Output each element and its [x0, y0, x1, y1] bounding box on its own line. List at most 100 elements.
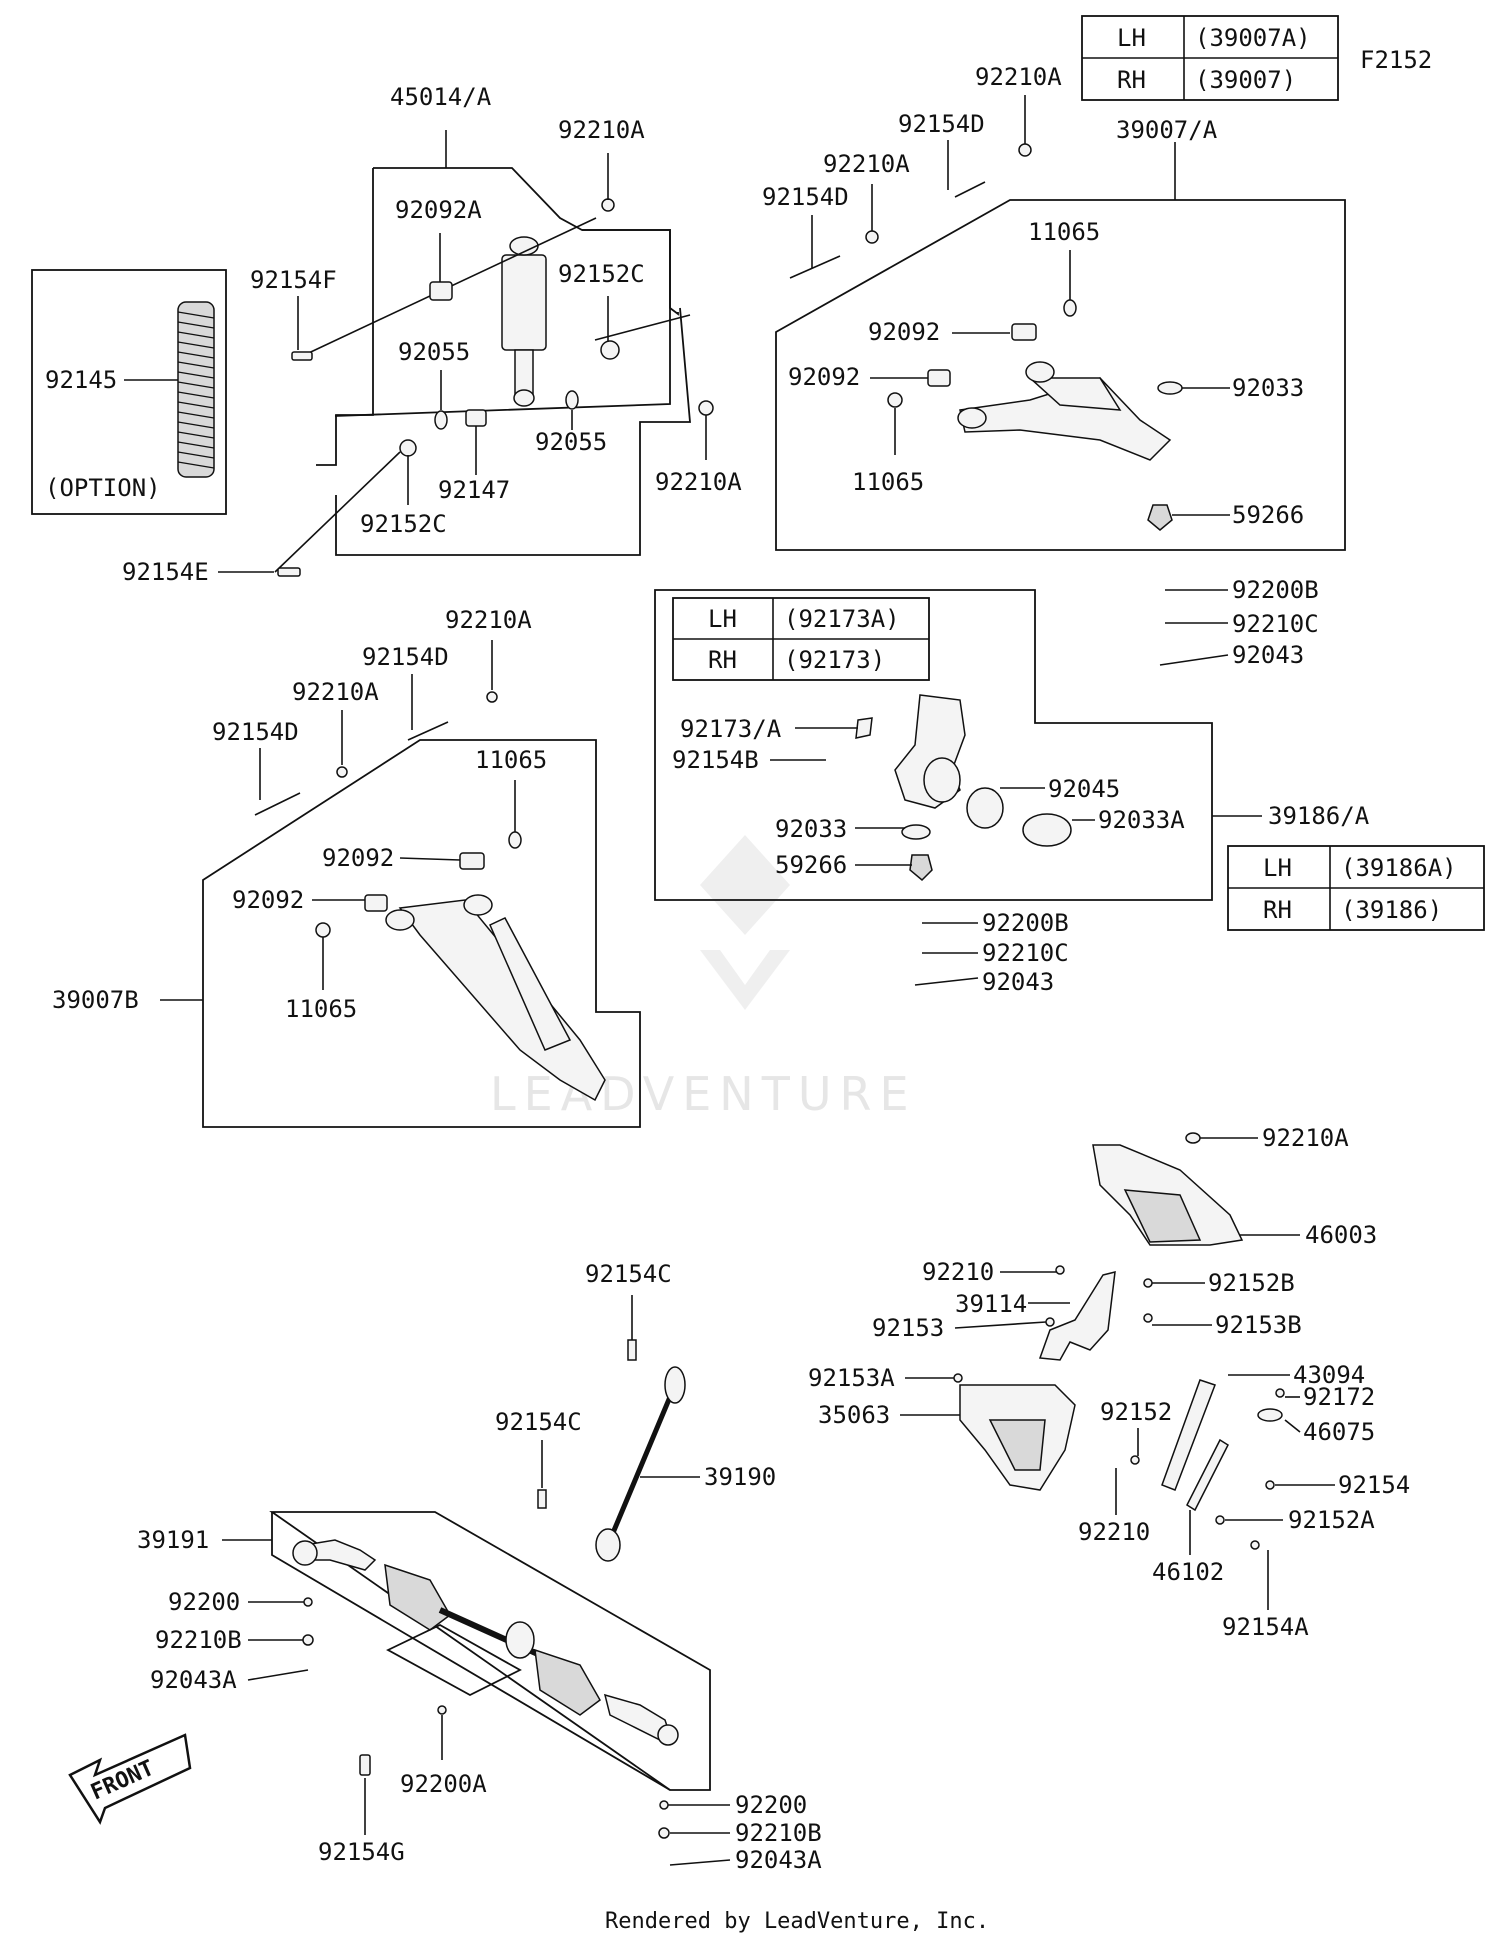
rack-pinion-group	[222, 1511, 711, 1839]
label-l7: 92055	[535, 428, 607, 456]
label-l15: 92210A	[823, 150, 910, 178]
label-l39: 92210A	[292, 678, 379, 706]
label-l57: 92172	[1303, 1383, 1375, 1411]
label-l17: 39007/A	[1116, 116, 1218, 144]
diagram-code: F2152	[1360, 46, 1432, 74]
lh-rh-table-knuckle: LH (39186A) RH (39186)	[1227, 845, 1485, 931]
label-l30: 92033	[775, 815, 847, 843]
label-l45: 39007B	[52, 986, 139, 1014]
label-l46: 92210A	[1262, 1124, 1349, 1152]
label-l23: 59266	[1232, 501, 1304, 529]
label-l47: 46003	[1305, 1221, 1377, 1249]
upper-arm-group	[775, 142, 1346, 551]
table-knuckle-lh-value: (39186A)	[1341, 854, 1457, 882]
label-l51: 92153	[872, 1314, 944, 1342]
table-knuckle-top-lh-label: LH	[708, 605, 737, 633]
label-l60: 92210	[1078, 1518, 1150, 1546]
label-l38: 92154D	[362, 643, 449, 671]
label-l49: 39114	[955, 1290, 1027, 1318]
label-l28: 92154B	[672, 746, 759, 774]
label-l65: 92154C	[495, 1408, 582, 1436]
label-l14: 92154D	[898, 110, 985, 138]
table-knuckle-lh-label: LH	[1263, 854, 1292, 882]
label-l36: 92043	[982, 968, 1054, 996]
label-l20: 92092	[788, 363, 860, 391]
label-l75: 92043A	[735, 1846, 822, 1874]
label-l62: 46102	[1152, 1558, 1224, 1586]
label-l70: 92043A	[150, 1666, 237, 1694]
label-l6: 92055	[398, 338, 470, 366]
label-l72: 92154G	[318, 1838, 405, 1866]
table-arm-rh-value: (39007)	[1195, 66, 1296, 94]
steering-shaft-group	[537, 1339, 686, 1562]
table-knuckle-rh-label: RH	[1263, 896, 1292, 924]
label-l33: 39186/A	[1268, 802, 1370, 830]
label-l63: 92154A	[1222, 1613, 1309, 1641]
label-l52: 92153B	[1215, 1311, 1302, 1339]
label-l73: 92200	[735, 1791, 807, 1819]
label-l56: 92152	[1100, 1398, 1172, 1426]
spring-part	[177, 301, 215, 478]
label-l5: 92152C	[558, 260, 645, 288]
leader-lines	[218, 95, 1335, 1866]
lower-arm-group	[160, 691, 641, 1128]
table-arm-lh-label: LH	[1117, 24, 1146, 52]
label-l4: 92154F	[250, 266, 337, 294]
table-knuckle-top-rh-value: (92173)	[784, 646, 885, 674]
label-l16: 92154D	[762, 183, 849, 211]
label-l24: 92200B	[1232, 576, 1319, 604]
steering-group	[953, 1132, 1285, 1550]
label-l69: 92210B	[155, 1626, 242, 1654]
table-knuckle-top-lh-value: (92173A)	[784, 605, 900, 633]
label-l12: 92145	[45, 366, 117, 394]
label-l40: 92154D	[212, 718, 299, 746]
front-arrow: FRONT	[68, 1733, 192, 1825]
label-l67: 39191	[137, 1526, 209, 1554]
label-l34: 92200B	[982, 909, 1069, 937]
label-l66: 39190	[704, 1463, 776, 1491]
label-l29: 92045	[1048, 775, 1120, 803]
label-l10: 92210A	[655, 468, 742, 496]
label-l53: 92153A	[808, 1364, 895, 1392]
label-l41: 11065	[475, 746, 547, 774]
label-l11: 92154E	[122, 558, 209, 586]
shock-absorber-group	[274, 130, 714, 577]
table-knuckle-top-rh-label: RH	[708, 646, 737, 674]
label-l32: 59266	[775, 851, 847, 879]
label-l25: 92210C	[1232, 610, 1319, 638]
table-arm-rh-label: RH	[1117, 66, 1146, 94]
label-l59: 92154	[1338, 1471, 1410, 1499]
label-l2: 92210A	[558, 116, 645, 144]
label-l74: 92210B	[735, 1819, 822, 1847]
label-l71: 92200A	[400, 1770, 487, 1798]
option-label: (OPTION)	[45, 474, 161, 502]
label-l58: 46075	[1303, 1418, 1375, 1446]
label-l8: 92147	[438, 476, 510, 504]
label-l27: 92173/A	[680, 715, 782, 743]
table-arm-lh-value: (39007A)	[1195, 24, 1311, 52]
label-l50: 92152B	[1208, 1269, 1295, 1297]
footer-credit: Rendered by LeadVenture, Inc.	[605, 1909, 989, 1934]
label-l35: 92210C	[982, 939, 1069, 967]
label-l64: 92154C	[585, 1260, 672, 1288]
lh-rh-table-knuckle-top: LH (92173A) RH (92173)	[672, 597, 930, 681]
option-spring-group: 92145 (OPTION)	[31, 269, 227, 515]
label-l37: 92210A	[445, 606, 532, 634]
label-l68: 92200	[168, 1588, 240, 1616]
label-l13: 92210A	[975, 63, 1062, 91]
label-l26: 92043	[1232, 641, 1304, 669]
label-l19: 92092	[868, 318, 940, 346]
watermark: LEADVENTURE	[490, 835, 909, 1121]
label-l1: 45014/A	[390, 83, 492, 111]
label-l18: 11065	[1028, 218, 1100, 246]
label-l61: 92152A	[1288, 1506, 1375, 1534]
lh-rh-table-arm: LH (39007A) RH (39007)	[1081, 15, 1339, 101]
label-l3: 92092A	[395, 196, 482, 224]
label-l55: 35063	[818, 1401, 890, 1429]
label-l9: 92152C	[360, 510, 447, 538]
label-l22: 11065	[852, 468, 924, 496]
part-labels: 45014/A 92210A 92092A 92154F 92152C 9205…	[52, 63, 1410, 1874]
label-l21: 92033	[1232, 374, 1304, 402]
knuckle-group	[654, 589, 1262, 901]
label-l44: 11065	[285, 995, 357, 1023]
